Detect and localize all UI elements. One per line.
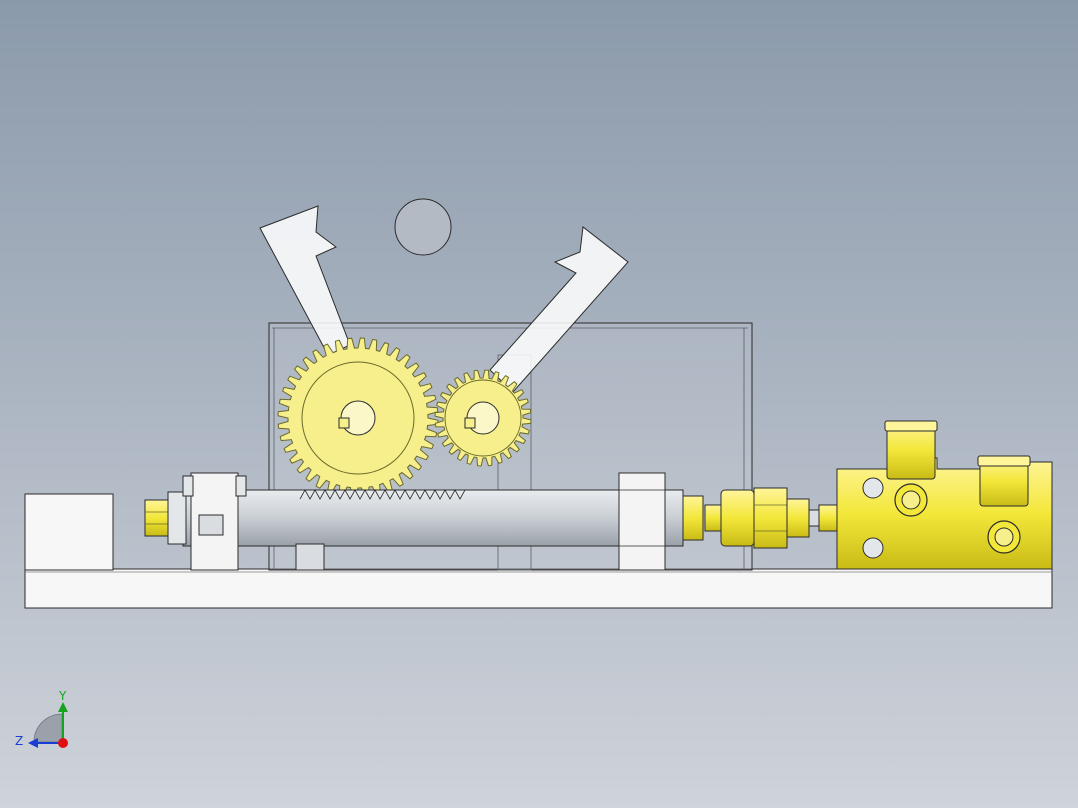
coordinate-triad: Y Z — [15, 689, 68, 748]
valve-hole-top — [862, 477, 884, 499]
support-post — [295, 543, 325, 571]
rod-collar-left — [167, 491, 187, 545]
triad-y-label: Y — [58, 689, 67, 703]
rack-teeth — [299, 489, 466, 500]
fitting-small-1 — [682, 495, 704, 541]
coupling-body[interactable] — [720, 489, 755, 547]
pivot-marker-icon — [394, 198, 452, 256]
connector-stub — [818, 504, 838, 532]
gear-small[interactable] — [434, 369, 532, 467]
triad-y-arrow-icon — [58, 702, 68, 712]
valve-port-upper-cap — [884, 420, 938, 432]
valve-fitting-face-2-inner — [994, 527, 1014, 547]
hex-nut-small — [786, 498, 810, 538]
clamp-screw-top-right — [235, 475, 247, 497]
gear-small-key — [464, 417, 476, 429]
valve-hole-bottom — [862, 537, 884, 559]
triad-arc-icon — [33, 713, 63, 743]
cylinder-flange[interactable] — [618, 472, 666, 571]
end-block-left[interactable] — [24, 493, 114, 571]
fitting-small-2 — [704, 504, 722, 532]
triad-z-arrow-icon — [28, 738, 38, 748]
piston-rod[interactable] — [182, 489, 684, 547]
valve-fitting-face-1-inner — [901, 490, 921, 510]
triad-x-origin-icon — [58, 738, 68, 748]
clamp-screw-top-left — [182, 475, 194, 497]
clamp-bolt-head — [198, 514, 224, 536]
connector-pin — [808, 509, 820, 527]
gear-large[interactable] — [277, 337, 439, 499]
valve-port-lower-cap — [977, 455, 1031, 467]
gear-large-key — [338, 417, 350, 429]
base-plate[interactable] — [24, 568, 1053, 609]
triad-z-label: Z — [15, 734, 23, 748]
hex-nut-large[interactable] — [753, 487, 788, 549]
